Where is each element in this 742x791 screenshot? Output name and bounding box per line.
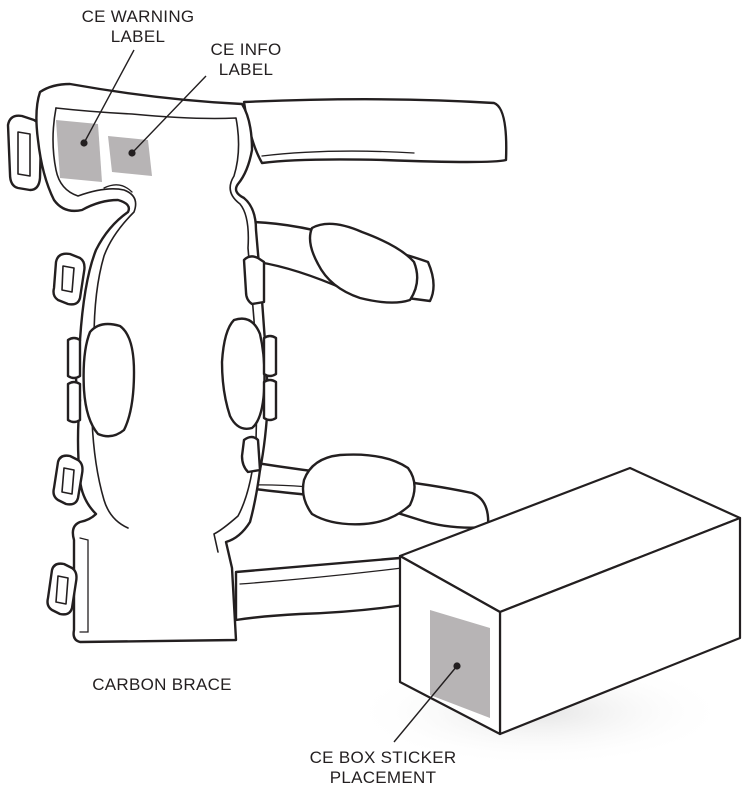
right-hinge-pad: [220, 317, 266, 430]
right-upper-loop: [242, 255, 266, 306]
ce-box-label-line2: PLACEMENT: [330, 768, 437, 787]
leader-ce-box: [393, 662, 461, 743]
carbon-brace-label: CARBON BRACE: [92, 675, 232, 694]
upper-pad: [308, 222, 419, 304]
left-upper-loop: [52, 252, 86, 306]
bottom-strap: [234, 556, 412, 622]
leader-ce-warning: [80, 49, 135, 147]
left-hinge-segments: [66, 336, 82, 424]
leader-ce-info: [128, 75, 207, 157]
right-hinge-segments: [262, 334, 278, 422]
left-hinge-pad: [82, 322, 136, 438]
top-strap-loop: [6, 114, 43, 192]
ce-info-sticker-shape: [108, 136, 152, 176]
lower-pad: [301, 453, 416, 526]
ce-info-label-line2: LABEL: [219, 60, 273, 79]
top-strap: [242, 98, 508, 165]
left-lower-loop: [52, 454, 84, 506]
bottom-left-loop: [46, 562, 78, 616]
ce-box-sticker: [430, 610, 490, 718]
ce-info-label-line1: CE INFO: [210, 40, 281, 59]
ce-box-label-line1: CE BOX STICKER: [310, 748, 457, 767]
brace-frame: [35, 82, 270, 644]
ce-warning-sticker-shape: [56, 120, 102, 182]
ce-warning-label-line1: CE WARNING: [82, 7, 195, 26]
ce-warning-label-line2: LABEL: [111, 27, 165, 46]
right-lower-loop: [240, 435, 262, 474]
